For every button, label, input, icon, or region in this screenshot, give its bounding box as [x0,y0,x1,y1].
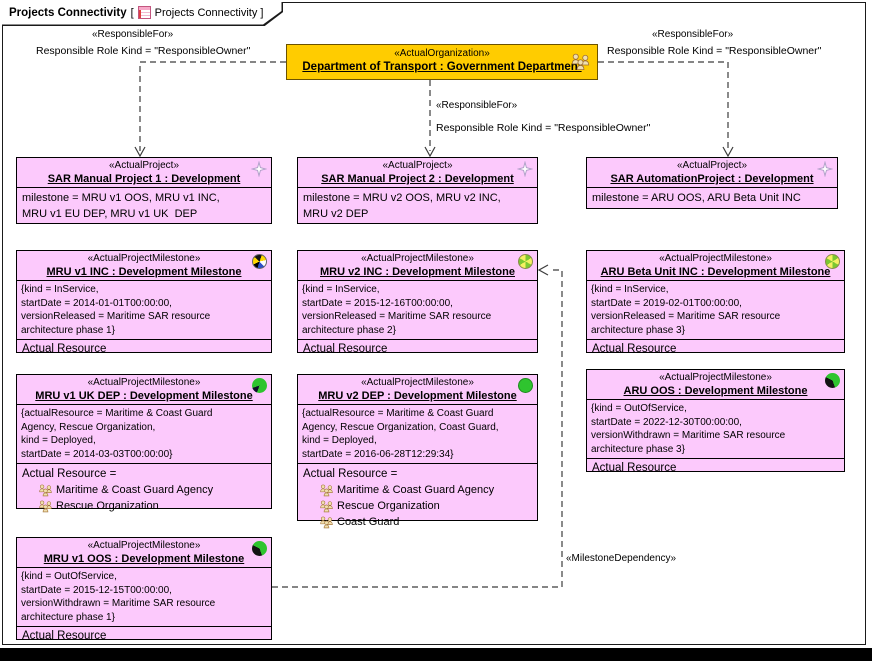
organization-people-icon [319,516,334,529]
diagram-name-label: Projects Connectivity ] [154,6,264,19]
project-node-sar-manual-2[interactable]: «ActualProject» SAR Manual Project 2 : D… [297,157,538,224]
milestone-node-aru-beta-inc[interactable]: «ActualProjectMilestone» ARU Beta Unit I… [586,250,845,355]
milestone-node-mru-v2-dep[interactable]: «ActualProjectMilestone» MRU v2 DEP : De… [297,374,538,528]
organization-name: Department of Transport : Government Dep… [302,61,582,73]
actual-resource-compartment: Actual Resource [298,339,537,359]
resource-name: Maritime & Coast Guard Agency [56,484,214,496]
organization-people-icon [319,484,334,497]
milestone-kind-outofservice-icon [252,541,267,556]
diagram-title: Projects Connectivity [9,6,127,19]
resource-row: Rescue Organization [38,498,266,514]
project-name: SAR Manual Project 2 : Development [321,173,514,185]
milestone-dependency-connector[interactable] [272,264,563,588]
milestone-kind-deployed-icon [252,378,267,393]
organization-people-icon [570,53,591,71]
responsiblefor-stereotype-right: «ResponsibleFor» [652,29,734,40]
milestone-kind-pinwheel-icon [825,254,840,269]
project-name: SAR Manual Project 1 : Development [47,173,241,185]
milestone-constraints: {kind = OutOfService, startDate = 2022-1… [591,403,786,455]
actual-resource-label: Actual Resource = [303,468,398,480]
milestone-node-mru-v1-oos[interactable]: «ActualProjectMilestone» MRU v1 OOS : De… [16,537,272,642]
milestone-stereotype: «ActualProjectMilestone» [659,372,772,383]
milestone-constraints: {actualResource = Maritime & Coast Guard… [302,408,499,460]
milestone-kind-pinwheel-icon [518,254,533,269]
project-stereotype: «ActualProject» [676,160,748,171]
responsiblefor-stereotype-left: «ResponsibleFor» [92,29,174,40]
milestone-node-mru-v1-inc[interactable]: «ActualProjectMilestone» MRU v1 INC : De… [16,250,272,355]
project-sparkle-icon [817,161,833,177]
organization-people-icon [38,500,53,513]
milestone-constraints: {kind = OutOfService, startDate = 2015-1… [21,571,216,623]
resource-name: Rescue Organization [337,500,440,512]
actual-resource-compartment: Actual Resource [17,339,271,359]
milestone-name: MRU v1 INC : Development Milestone [46,266,242,278]
milestone-stereotype: «ActualProjectMilestone» [361,377,474,388]
actual-resource-compartment: Actual Resource [17,626,271,646]
resource-row: Maritime & Coast Guard Agency [319,482,532,498]
project-node-sar-manual-1[interactable]: «ActualProject» SAR Manual Project 1 : D… [16,157,272,224]
organization-people-icon [38,484,53,497]
resource-name: Maritime & Coast Guard Agency [337,484,495,496]
diagram-frame [2,2,866,645]
project-stereotype: «ActualProject» [108,160,180,171]
milestone-name: MRU v1 OOS : Development Milestone [43,553,245,565]
organization-people-icon [319,500,334,513]
milestone-name: MRU v2 DEP : Development Milestone [318,390,517,402]
responsiblefor-rolekind-middle: Responsible Role Kind = "ResponsibleOwne… [436,122,651,134]
resource-name: Rescue Organization [56,500,159,512]
milestone-node-aru-oos[interactable]: «ActualProjectMilestone» ARU OOS : Devel… [586,369,845,474]
milestone-constraints: {kind = InService, startDate = 2019-02-0… [591,284,781,336]
milestone-constraints: {actualResource = Maritime & Coast Guard… [21,408,213,460]
project-name: SAR AutomationProject : Development [610,173,814,185]
project-stereotype: «ActualProject» [382,160,453,171]
milestone-dependency-label: «MilestoneDependency» [566,553,677,564]
milestone-kind-pinwheel-icon [252,254,267,269]
responsiblefor-rolekind-right: Responsible Role Kind = "ResponsibleOwne… [607,45,822,57]
milestone-name: ARU Beta Unit INC : Development Mileston… [600,266,831,278]
project-milestone-attributes: milestone = MRU v1 OOS, MRU v1 INC, MRU … [22,192,220,220]
tab-bracket: [ [130,6,134,19]
milestone-stereotype: «ActualProjectMilestone» [87,377,201,388]
milestone-name: ARU OOS : Development Milestone [623,385,808,397]
milestone-node-mru-v1-uk-dep[interactable]: «ActualProjectMilestone» MRU v1 UK DEP :… [16,374,272,512]
diagram-frame-tab: Projects Connectivity [ Projects Connect… [2,2,283,26]
milestone-stereotype: «ActualProjectMilestone» [87,540,201,551]
project-milestone-attributes: milestone = ARU OOS, ARU Beta Unit INC [592,192,801,204]
actual-organization-node[interactable]: «ActualOrganization» Department of Trans… [286,44,598,80]
bottom-black-bar [0,648,872,661]
resource-row: Maritime & Coast Guard Agency [38,482,266,498]
responsiblefor-connector-right[interactable] [598,61,734,158]
actual-resource-compartment: Actual Resource [587,458,844,478]
project-node-sar-automation[interactable]: «ActualProject» SAR AutomationProject : … [586,157,838,209]
milestone-kind-deployed-icon [518,378,533,393]
milestone-kind-outofservice-icon [825,373,840,388]
milestone-stereotype: «ActualProjectMilestone» [87,253,201,264]
resource-name: Coast Guard [337,516,400,528]
milestone-node-mru-v2-inc[interactable]: «ActualProjectMilestone» MRU v2 INC : De… [297,250,538,355]
actual-resource-compartment: Actual Resource [587,339,844,359]
milestone-constraints: {kind = InService, startDate = 2014-01-0… [21,284,211,336]
project-milestone-attributes: milestone = MRU v2 OOS, MRU v2 INC, MRU … [303,192,501,220]
milestone-constraints: {kind = InService, startDate = 2015-12-1… [302,284,492,336]
project-sparkle-icon [517,161,533,177]
organization-stereotype: «ActualOrganization» [394,48,490,59]
diagram-type-icon [137,6,151,19]
responsiblefor-stereotype-middle: «ResponsibleFor» [436,100,518,111]
milestone-stereotype: «ActualProjectMilestone» [361,253,474,264]
responsiblefor-connector-left[interactable] [134,61,286,158]
milestone-name: MRU v2 INC : Development Milestone [320,266,515,278]
milestone-stereotype: «ActualProjectMilestone» [659,253,772,264]
actual-resource-label: Actual Resource = [22,468,117,480]
resource-row: Rescue Organization [319,498,532,514]
responsiblefor-connector-middle[interactable] [424,80,436,158]
milestone-name: MRU v1 UK DEP : Development Milestone [35,390,253,402]
responsiblefor-rolekind-left: Responsible Role Kind = "ResponsibleOwne… [36,45,251,57]
resource-row: Coast Guard [319,514,532,530]
project-sparkle-icon [251,161,267,177]
